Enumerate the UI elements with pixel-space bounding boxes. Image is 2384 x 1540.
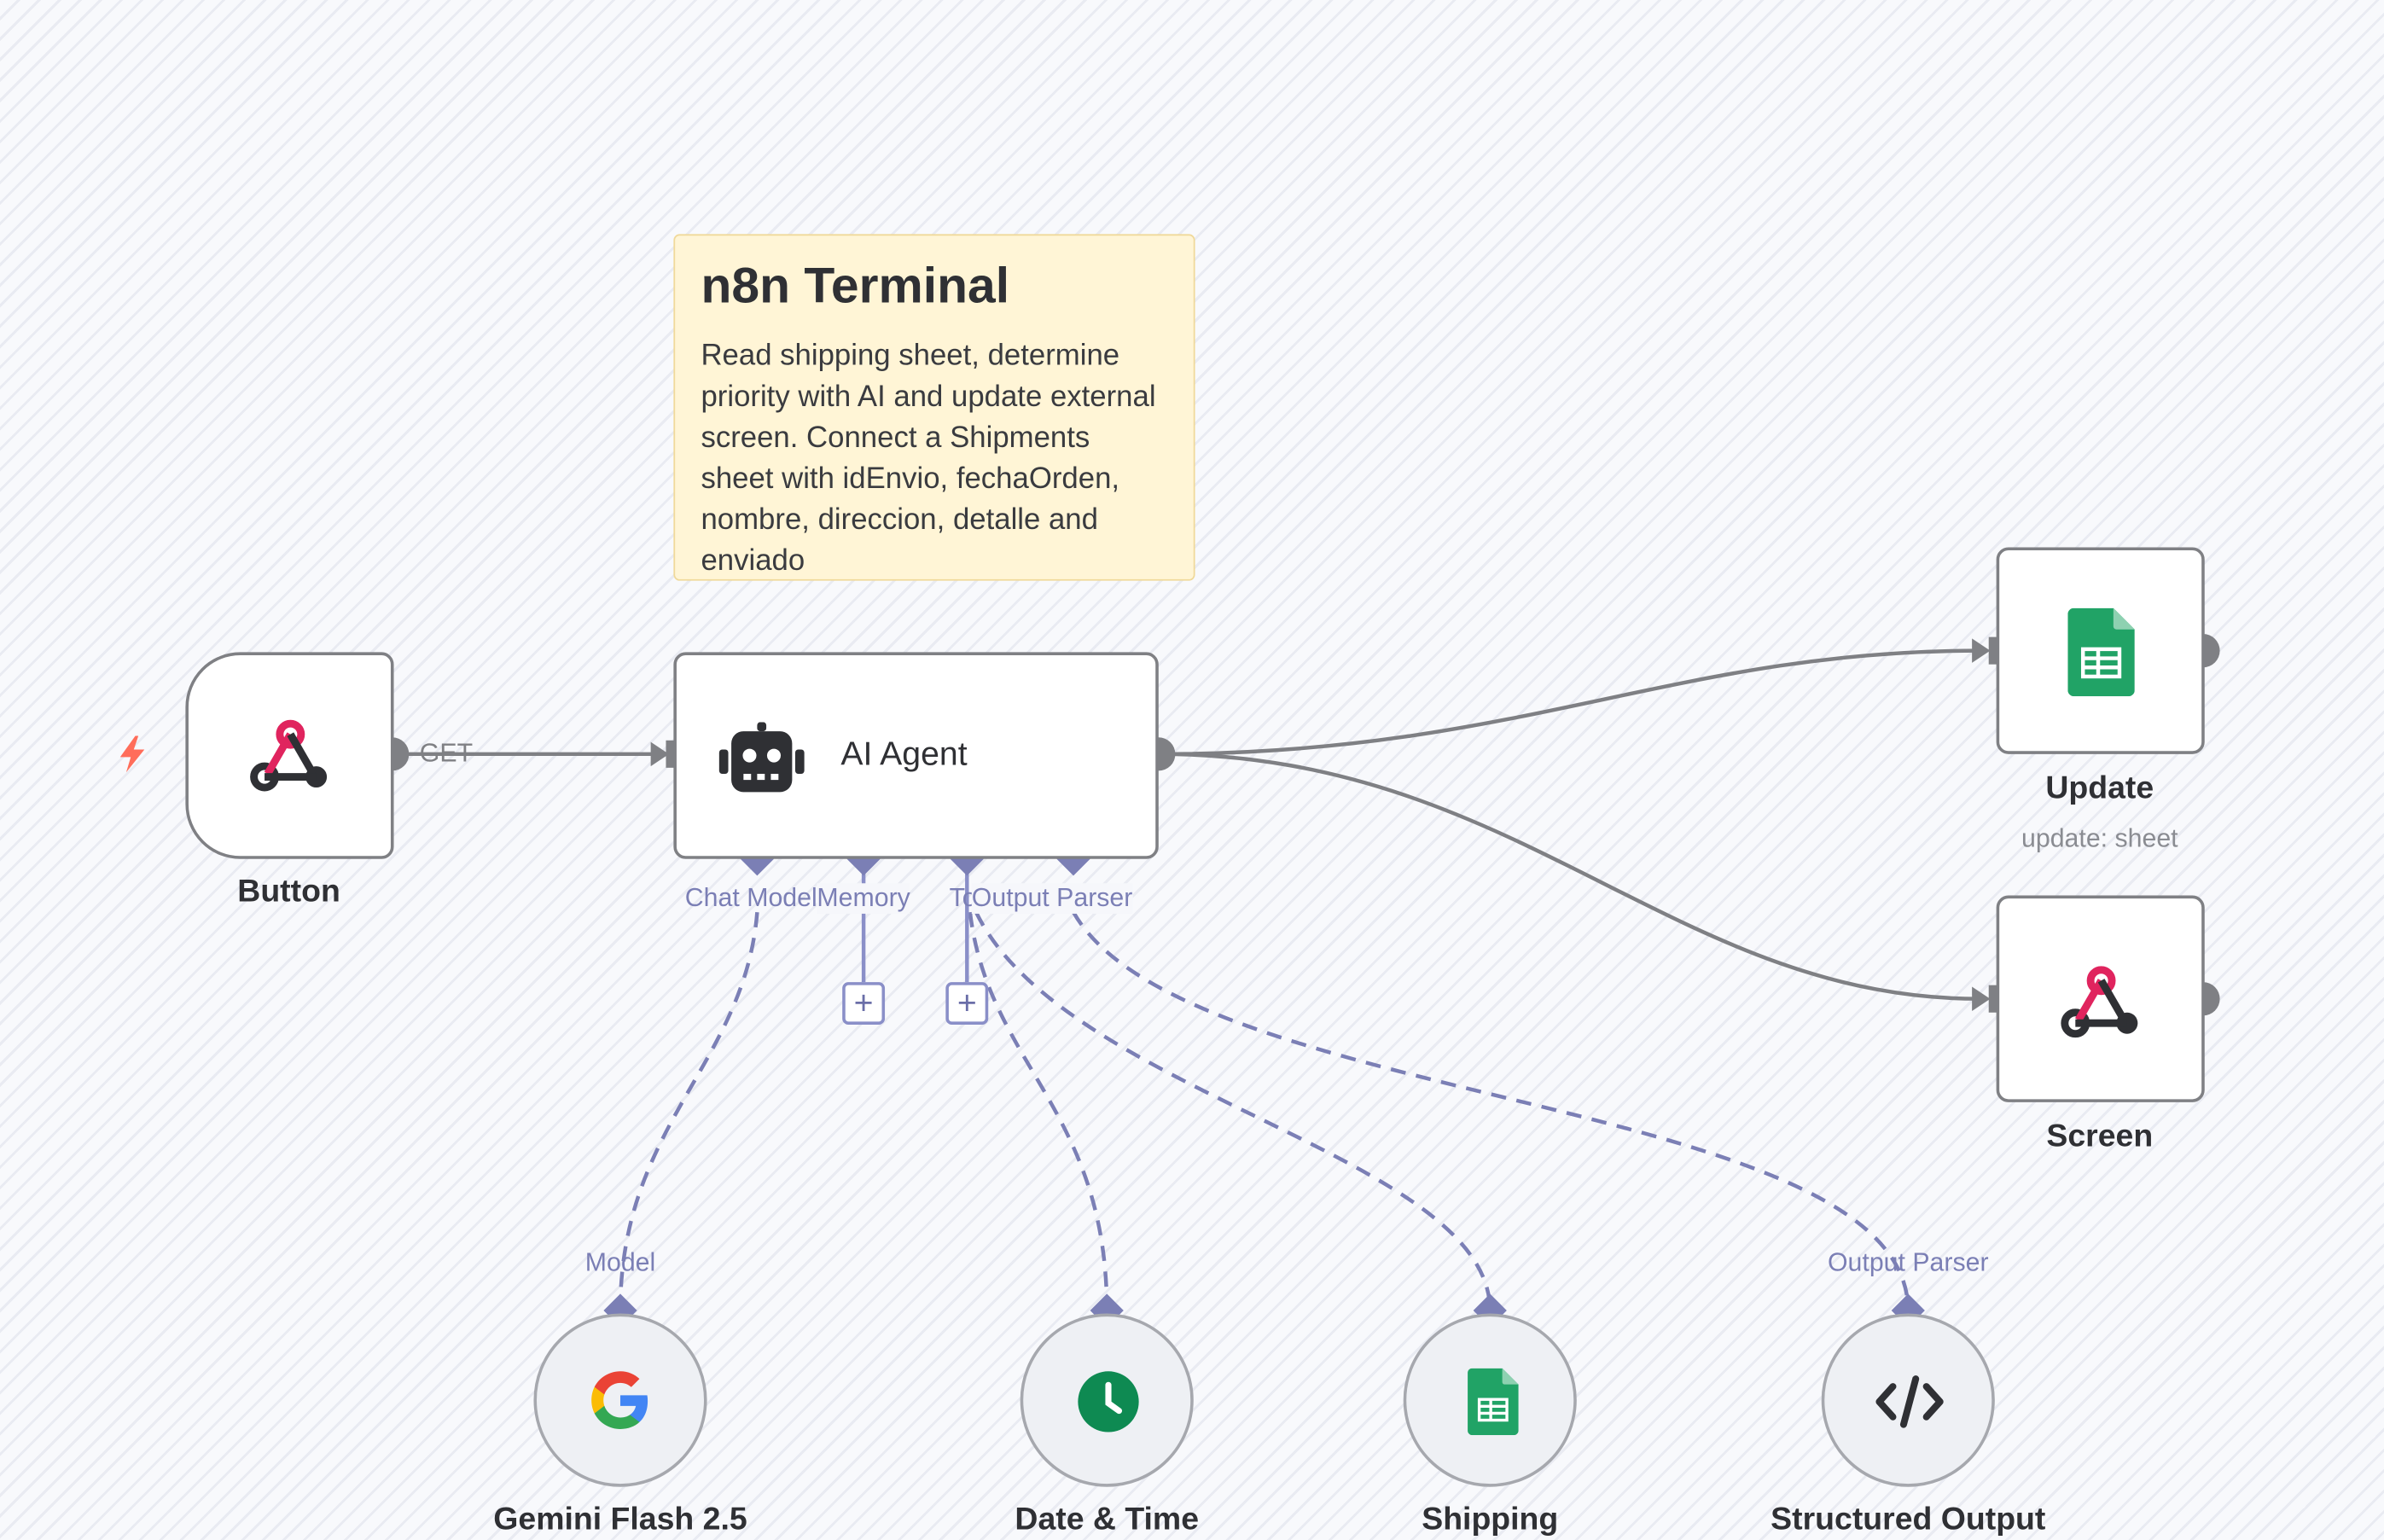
gemini-label: Gemini Flash 2.5 [493,1502,747,1537]
port-label-chat-model: Chat Model [684,883,817,913]
edge-tool-datetime[interactable] [968,911,1109,1310]
button-label: Button [237,874,340,909]
edge-arrow-head [1972,986,1991,1011]
trigger-bolt-icon [119,735,145,773]
screen-node[interactable] [1996,895,2205,1102]
google-sheets-icon [1468,1368,1519,1436]
update-node[interactable] [1996,547,2205,754]
structured-output-node[interactable] [1821,1313,1995,1487]
structured-port-label: Output Parser [1827,1247,1989,1277]
edge-tool-shipping[interactable] [974,911,1492,1311]
sticky-title: n8n Terminal [701,257,1010,314]
port-label-output-parser: Output Parser [971,883,1133,914]
edge-output-parser[interactable] [1072,911,1910,1311]
add-tool-button[interactable]: + [945,982,989,1026]
robot-icon [718,722,805,793]
datetime-node[interactable] [1020,1313,1194,1487]
edge-arrow-head [650,741,670,767]
screen-label: Screen [2046,1119,2154,1154]
sticky-note[interactable]: n8n Terminal Read shipping sheet, determ… [673,234,1195,581]
datetime-label: Date & Time [1015,1502,1200,1537]
sticky-body: Read shipping sheet, determine priority … [701,339,1156,578]
code-icon [1875,1375,1944,1428]
webhook-icon [2061,966,2138,1038]
shipping-label: Shipping [1422,1502,1559,1537]
edge-arrow-head [1972,638,1991,663]
shipping-node[interactable] [1403,1313,1577,1487]
edge-model[interactable] [618,911,759,1310]
clock-icon [1078,1371,1139,1432]
button-node[interactable] [185,652,394,859]
connection-label-get: GET [419,739,474,768]
structured-output-label: Structured Output [1771,1502,2046,1537]
update-label: Update [2045,770,2154,806]
ai-agent-node[interactable]: AI Agent [673,652,1159,859]
add-memory-button[interactable]: + [842,982,886,1026]
ai-agent-title: AI Agent [840,734,968,773]
port-label-memory: Memory [817,883,910,914]
google-sheets-icon [2067,607,2135,697]
update-sublabel: update: sheet [2021,823,2178,853]
edge-agent-screen[interactable] [1158,752,1980,1001]
google-icon [591,1371,648,1429]
gemini-port-label: Model [584,1247,656,1277]
gemini-node[interactable] [533,1313,707,1487]
webhook-icon [250,719,328,792]
edge-agent-update[interactable] [1158,648,1980,757]
